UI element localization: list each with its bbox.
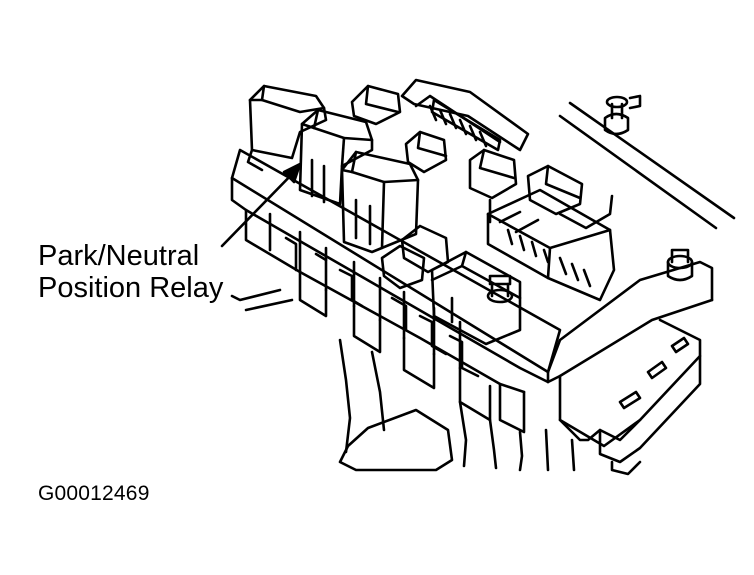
panel-edge-lines <box>558 101 736 230</box>
park-neutral-position-relay <box>298 108 374 206</box>
small-relay-top <box>350 84 402 126</box>
socket-block <box>430 250 522 346</box>
connector-block-right <box>486 188 616 302</box>
relay-front <box>340 150 420 254</box>
wiring-harness <box>230 288 576 472</box>
mounting-bolt-top <box>603 94 642 136</box>
callout-line-2: Position Relay <box>38 272 224 304</box>
callout-leader-arrow <box>220 162 302 248</box>
figure-id: G00012469 <box>38 482 150 505</box>
mounting-bracket <box>558 318 702 476</box>
relay-socket-lower <box>380 224 450 290</box>
mini-relay-row <box>404 130 614 230</box>
callout-line-1: Park/Neutral <box>38 240 200 272</box>
fuse-block <box>400 78 530 152</box>
relay-box-housing <box>230 148 714 448</box>
callout-label: Park/Neutral Position Relay <box>38 240 223 304</box>
relay-left-back <box>246 84 328 172</box>
stud-bolt-center <box>486 274 514 304</box>
